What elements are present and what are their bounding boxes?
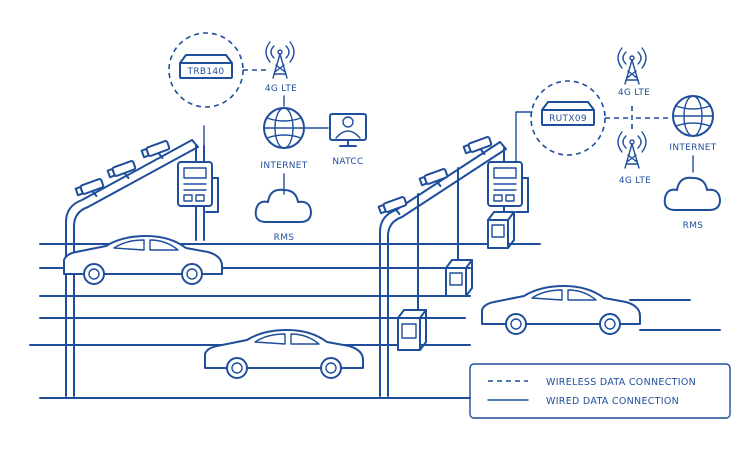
operator-screen-icon [329,113,367,147]
right-wired-link [515,111,533,163]
camera-icon [140,140,171,159]
right-router-label: RUTX09 [549,114,587,124]
legend-wired-label: WIRED DATA CONNECTION [546,396,679,407]
camera-icon [377,196,408,215]
camera-icon [462,136,493,155]
camera-icon [106,160,137,179]
legend: WIRELESS DATA CONNECTION WIRED DATA CONN… [469,363,731,419]
left-natcc-label: NATCC [332,157,363,167]
car-icon [481,285,641,335]
cloud-icon [254,188,312,223]
left-router-label: TRB140 [187,67,225,77]
globe-icon [263,107,305,149]
right-lte-bottom-label: 4G LTE [619,176,651,186]
car-icon [204,329,364,379]
right-lte-top-label: 4G LTE [618,88,650,98]
traffic-controller-icon [487,161,529,213]
right-rms-label: RMS [683,221,704,231]
antenna-tower-icon [265,41,295,79]
legend-box [469,363,731,419]
left-internet-label: INTERNET [260,161,307,171]
toll-booth-icon [445,259,473,297]
antenna-tower-icon [617,131,647,169]
router-icon: TRB140 [179,54,233,79]
car-icon [63,235,223,285]
router-icon: RUTX09 [541,101,595,126]
right-street-pole [379,141,507,397]
left-lte-label: 4G LTE [265,84,297,94]
legend-wireless-label: WIRELESS DATA CONNECTION [546,377,696,388]
antenna-tower-icon [617,47,647,85]
left-rms-label: RMS [274,233,295,243]
camera-icon [418,168,449,187]
right-internet-label: INTERNET [669,143,716,153]
globe-icon [672,95,714,137]
cloud-icon [663,176,721,211]
camera-icon [74,178,105,197]
toll-booth-icon [397,309,427,351]
toll-booth-icon [487,211,515,249]
traffic-controller-icon [177,161,219,213]
